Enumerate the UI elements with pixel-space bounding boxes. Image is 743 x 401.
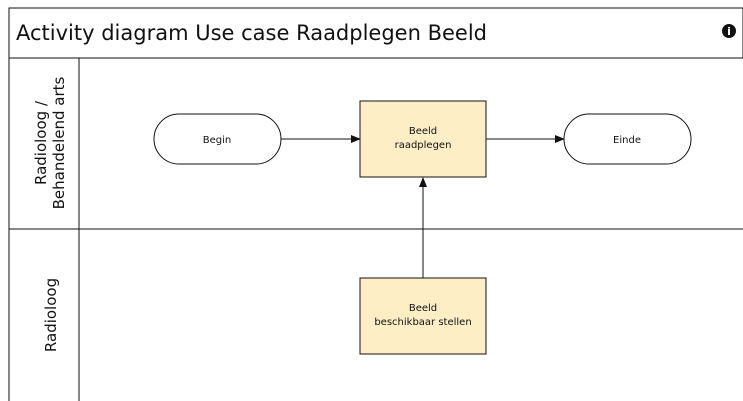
begin-node: Begin: [153, 113, 282, 165]
activity-beeld-beschikbaar-line-2: beschikbaar stellen: [374, 317, 471, 328]
lane-label-radioloog: Radioloog: [42, 278, 60, 352]
lane-2-label: Radioloog: [42, 278, 60, 352]
lane-1-label-line-1: Radioloog /: [32, 100, 50, 185]
activity-beeld-raadplegen: Beeld raadplegen: [359, 100, 487, 178]
activity-beeld-raadplegen-line-2: raadplegen: [395, 140, 452, 151]
activity-beeld-beschikbaar-stellen: Beeld beschikbaar stellen: [359, 277, 487, 355]
lane-1-label-line-2: Behandelend arts: [50, 76, 68, 209]
einde-node-label: Einde: [613, 135, 641, 146]
title-bar: [8, 7, 743, 59]
svg-text:i: i: [727, 25, 731, 38]
activity-beeld-raadplegen-line-1: Beeld: [409, 126, 437, 137]
diagram-title: Activity diagram Use case Raadplegen Bee…: [16, 21, 487, 45]
einde-node: Einde: [563, 113, 692, 165]
info-icon[interactable]: i: [722, 24, 736, 38]
activity-beeld-beschikbaar-line-1: Beeld: [409, 303, 437, 314]
lane-label-radioloog-behandelend-arts: Radioloog / Behandelend arts: [32, 76, 68, 209]
begin-node-label: Begin: [203, 135, 231, 146]
